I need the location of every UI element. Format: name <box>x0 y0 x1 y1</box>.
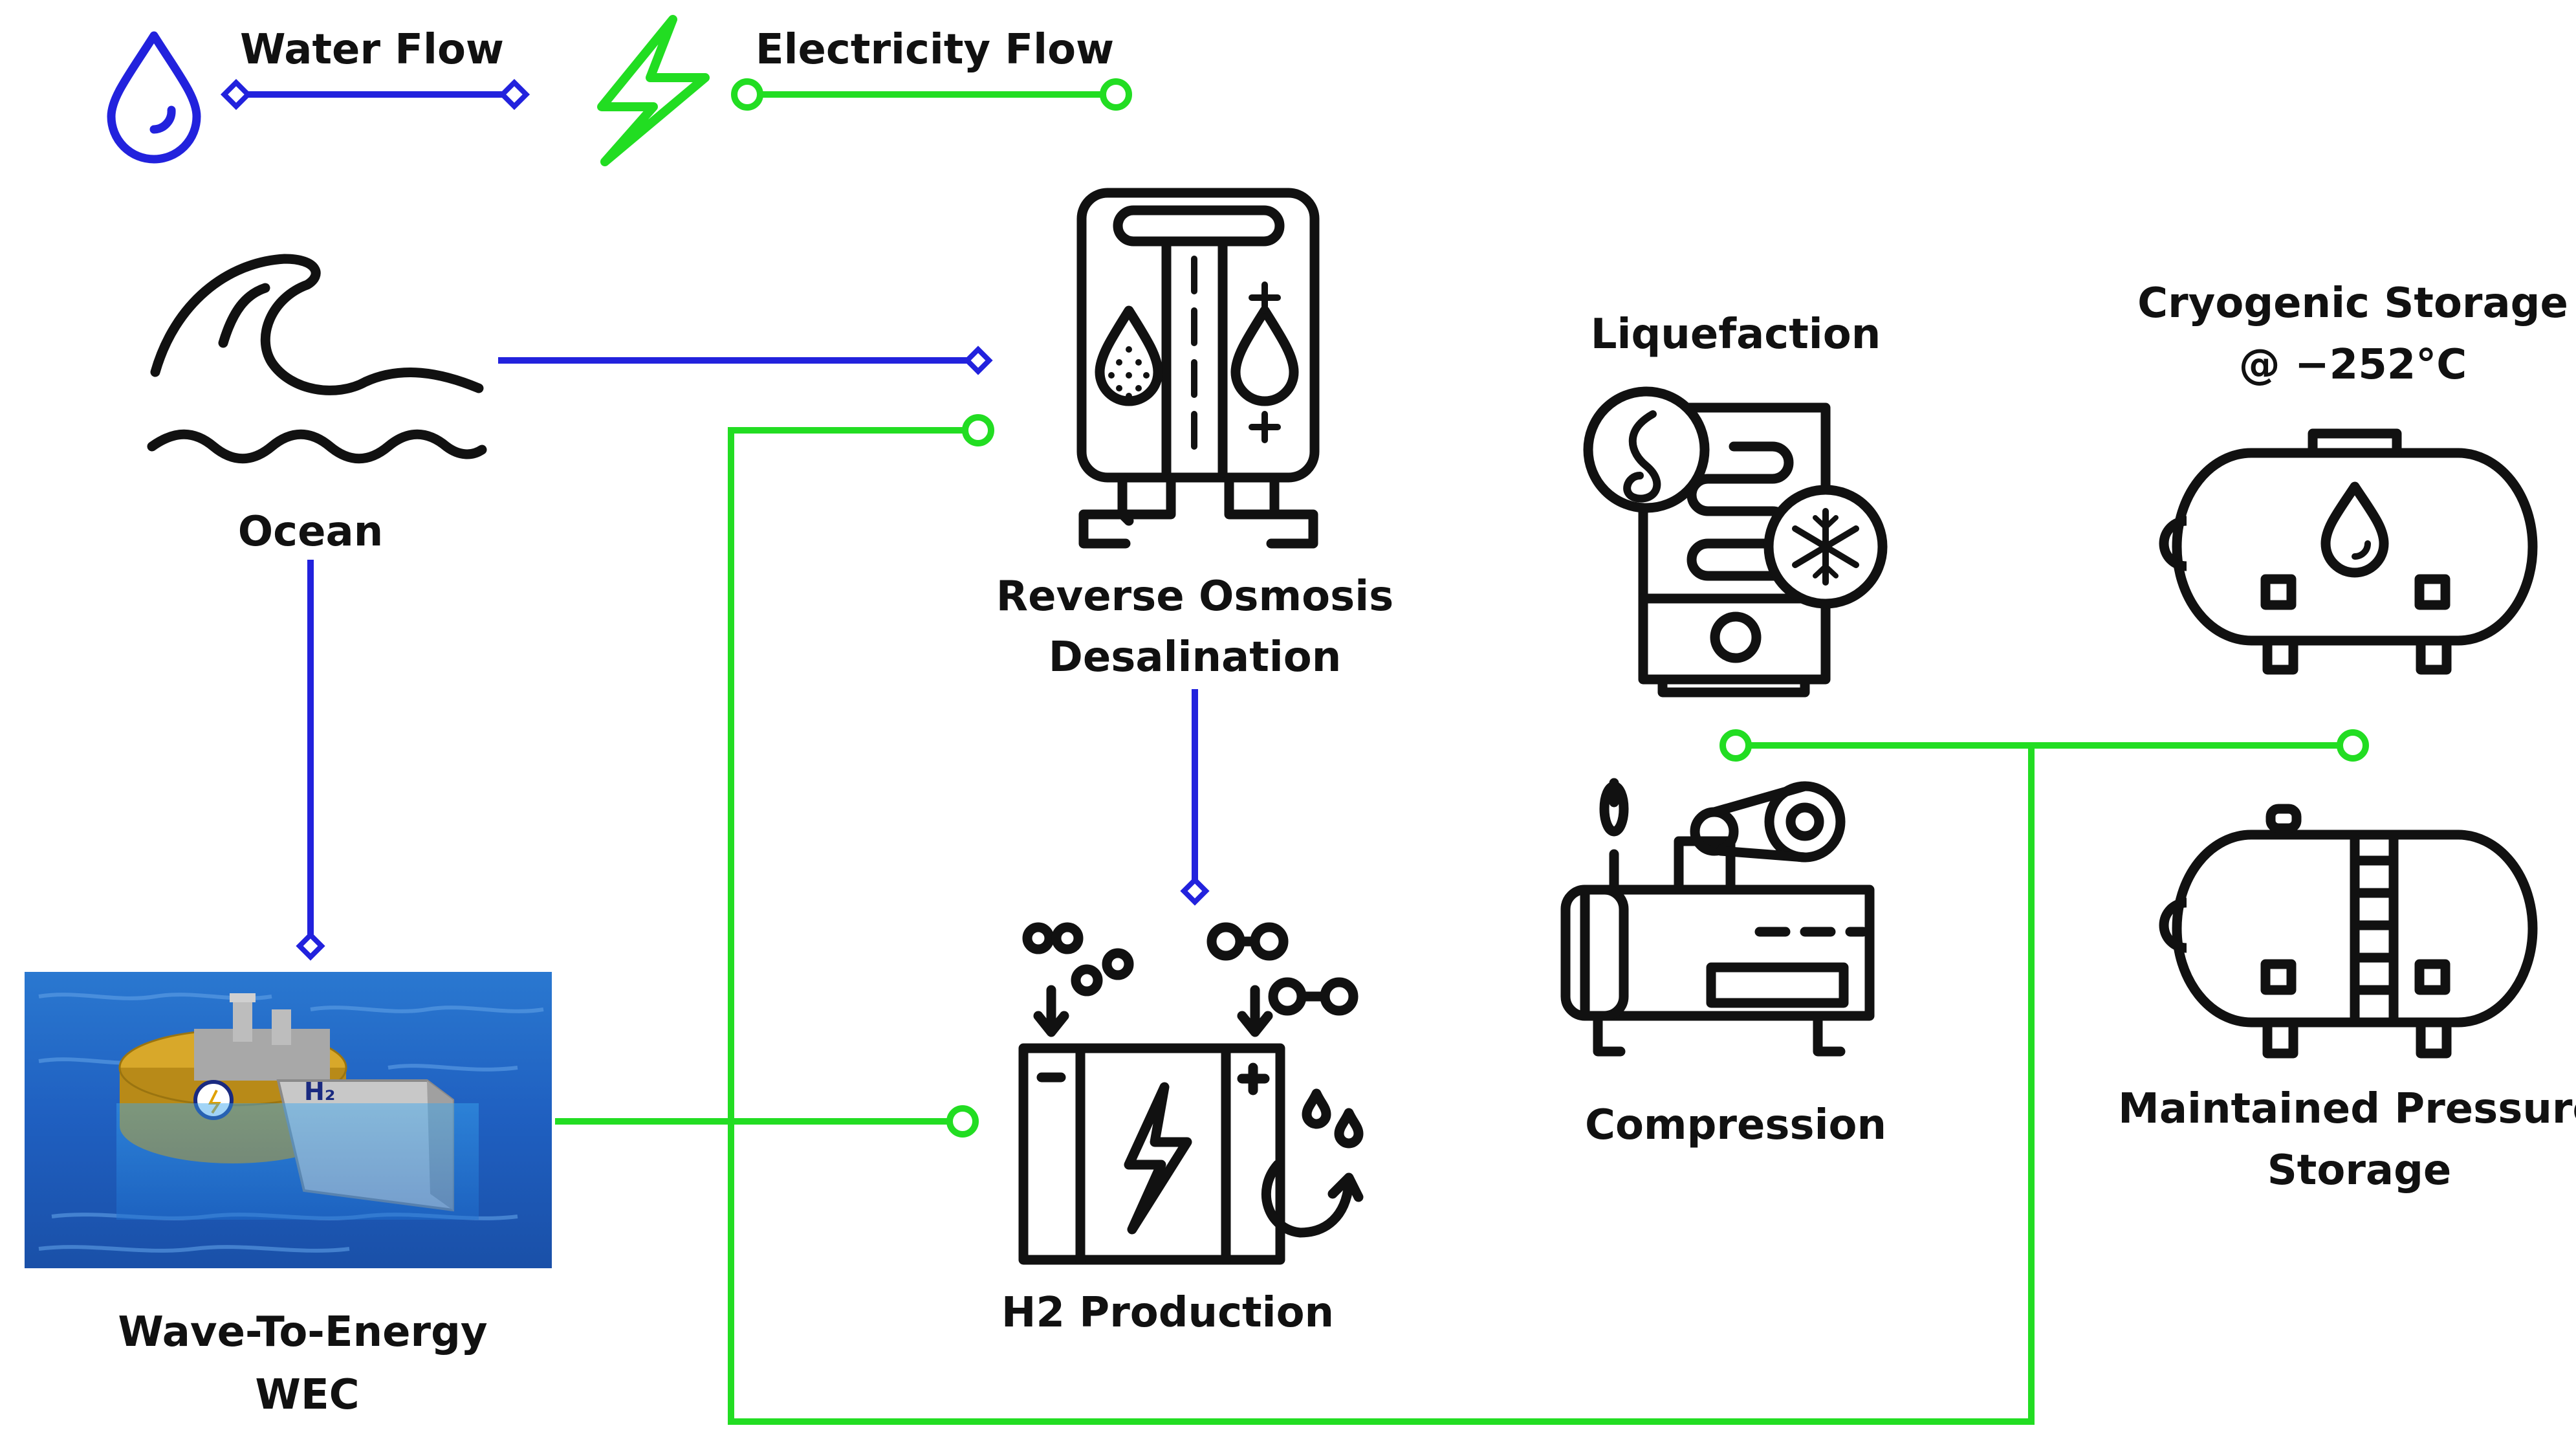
water-drop-icon <box>107 31 201 164</box>
water-arrow-end <box>963 346 993 375</box>
molecule-icon <box>1206 922 1359 1016</box>
electric-node-h2 <box>946 1105 979 1138</box>
ocean-label: Ocean <box>238 508 384 556</box>
lightning-bolt-icon <box>597 15 710 166</box>
pressure-tank-icon <box>2159 804 2538 1059</box>
electrolyzer-icon <box>1018 922 1364 1265</box>
compressor-icon <box>1560 778 1875 1057</box>
pressure-label-line2: Storage <box>2267 1147 2452 1194</box>
cryo-label-line1: Cryogenic Storage <box>2137 280 2568 327</box>
pressure-label-line1: Maintained Pressure <box>2118 1085 2576 1133</box>
cryo-label-line2: @ −252°C <box>2239 341 2467 389</box>
electricity-flow-line-sample <box>731 78 1132 111</box>
cryogenic-tank-icon <box>2159 428 2538 675</box>
electric-node-ro <box>962 414 994 446</box>
water-arrow-end <box>1180 876 1210 906</box>
water-connectors <box>296 346 1210 961</box>
salt-dots-pattern <box>1108 346 1150 399</box>
legend-electricity-label: Electricity Flow <box>756 26 1114 74</box>
ocean-wave-icon <box>147 254 487 464</box>
legend: Water Flow Electricity Flow <box>107 15 1132 166</box>
wec-hull-marking: H₂ <box>304 1077 335 1106</box>
wec-device-image: H₂ <box>25 972 552 1268</box>
liquefaction-machine-icon <box>1583 386 1888 698</box>
electric-node-liquefaction <box>1719 729 1752 762</box>
water-arrow-end <box>296 931 325 961</box>
ro-label-line2: Desalination <box>1049 633 1342 681</box>
desalination-unit-icon <box>1076 188 1320 549</box>
molecule-icon <box>1022 922 1134 996</box>
electric-node-storage <box>2337 729 2369 762</box>
electric-bus-main <box>728 427 2035 1425</box>
legend-water-label: Water Flow <box>240 26 504 74</box>
ro-label-line1: Reverse Osmosis <box>996 573 1393 621</box>
wec-label-line2: WEC <box>255 1371 359 1419</box>
wec-label-line1: Wave-To-Energy <box>118 1308 487 1356</box>
liquefaction-label: Liquefaction <box>1591 311 1881 358</box>
electricity-connectors <box>555 414 2369 1425</box>
compression-label: Compression <box>1585 1101 1886 1149</box>
water-flow-line-sample <box>220 78 530 111</box>
h2-label: H2 Production <box>1001 1289 1334 1337</box>
